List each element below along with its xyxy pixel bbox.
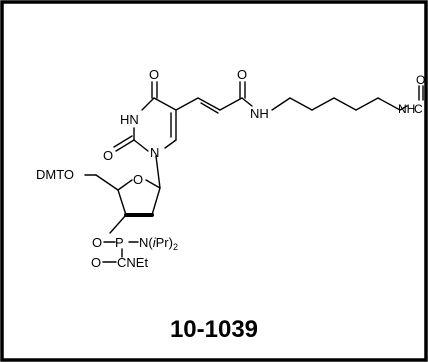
tfa-carbonyl <box>418 85 424 101</box>
label-n-ring: N <box>150 145 159 160</box>
label-o-tfa-top: O <box>416 73 425 87</box>
label-o-uracil-left: O <box>103 148 113 163</box>
label-o-phos: O <box>92 235 102 250</box>
catalog-number: 10-1039 <box>169 316 259 343</box>
label-cnet: CNEt <box>117 255 148 270</box>
hexyl-chain <box>271 97 408 111</box>
sugar-ring <box>84 155 161 234</box>
uracil-ring <box>113 81 177 152</box>
label-hn: HN <box>120 112 139 127</box>
label-nh-amide: NH <box>250 106 269 121</box>
atom-labels: DMTO O O O HN O N NH O NH C CF O P N(iPr… <box>36 67 425 270</box>
label-o-cne: O <box>91 255 101 270</box>
label-c-tfa: C <box>414 102 423 116</box>
label-o-amide-top: O <box>237 67 247 82</box>
label-nh-tfa: NH <box>398 102 415 116</box>
label-dmto: DMTO <box>36 167 74 182</box>
label-n-ipr: N(iPr)2 <box>139 235 178 252</box>
label-p: P <box>115 235 124 250</box>
label-o-uracil-top: O <box>149 67 159 82</box>
vinyl-linker <box>175 81 253 114</box>
phosphoramidite <box>102 241 139 263</box>
label-o-furanose: O <box>133 172 143 187</box>
